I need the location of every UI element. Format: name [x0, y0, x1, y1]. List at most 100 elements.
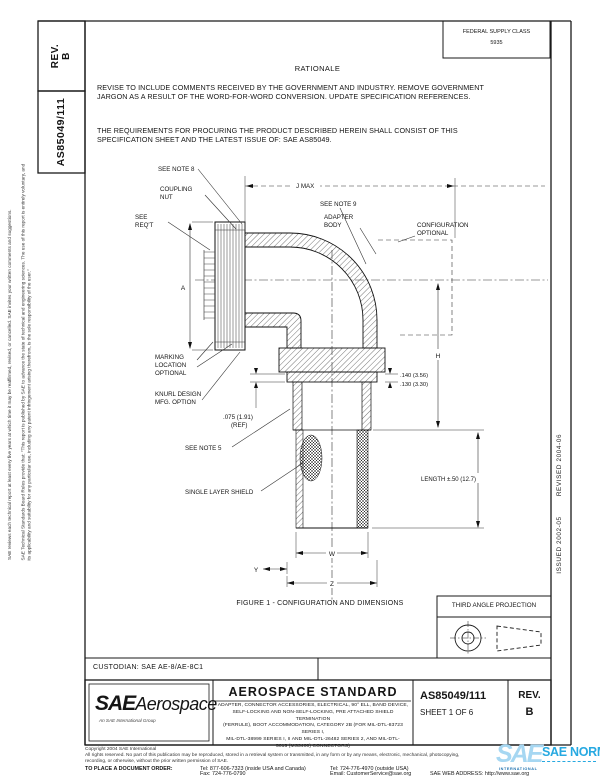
fsc-class-label: FEDERAL SUPPLY CLASS	[462, 29, 531, 35]
fsc-class-value: 5935	[490, 40, 503, 46]
label-knurl-2: MFG. OPTION	[155, 399, 196, 406]
figure-caption: FIGURE 1 - CONFIGURATION AND DIMENSIONS	[236, 600, 404, 607]
title-block-frame	[84, 679, 552, 746]
label-dim-length: LENGTH ±.50 (12.7)	[421, 477, 476, 483]
footer-email: Email: CustomerService@sae.org	[330, 771, 412, 776]
title-line-1: ADAPTER, CONNECTOR ACCESSORIES, ELECTRIC…	[217, 703, 409, 708]
doc-number-side-box	[37, 90, 86, 174]
label-dim-130: .130 (3.30)	[400, 382, 428, 388]
label-see-note-8: SEE NOTE 8	[158, 166, 195, 173]
requirements-paragraph: THE REQUIREMENTS FOR PROCURING THE PRODU…	[97, 126, 458, 144]
side-rev-box-text: REV. B	[50, 21, 74, 91]
custodian-text: CUSTODIAN: SAE AE-8/AE-8C1	[93, 664, 204, 671]
watermark-international: INTERNATIONAL	[499, 767, 538, 771]
shank-wall-right	[361, 381, 372, 431]
cone-symbol	[496, 625, 542, 652]
label-see-note-5: SEE NOTE 5	[185, 445, 222, 452]
footer-fax: Fax: 724-776-0790	[200, 771, 246, 776]
label-configuration-1: CONFIGURATION	[417, 222, 468, 229]
rationale-paragraph-1: REVISE TO INCLUDE COMMENTS RECEIVED BY T…	[97, 83, 484, 101]
watermark-sae-glyph: SAE	[496, 740, 543, 768]
label-adapter-body-2: BODY	[324, 222, 342, 229]
label-single-layer-shield: SINGLE LAYER SHIELD	[185, 489, 254, 496]
elbow-outer-wall	[244, 232, 378, 349]
rationale-p1-line1: REVISE TO INCLUDE COMMENTS RECEIVED BY T…	[97, 83, 484, 92]
watermark-sae-norm: SAE NORM	[542, 745, 600, 759]
rationale-p1-line2: JARGON AS A RESULT OF THE WORD-FOR-WORD …	[97, 92, 471, 101]
rationale-heading: RATIONALE	[294, 64, 341, 73]
single-layer-shield-patch	[299, 434, 323, 482]
title-line-2: SELF-LOCKING AND NON-SELF-LOCKING, PRE A…	[232, 709, 394, 722]
drawing-labels: SEE NOTE 8 COUPLING NUT SEE REQ'T J MAX …	[135, 166, 480, 588]
footer-rights-line2: recording, or otherwise, without the pri…	[85, 759, 229, 764]
footer-copyright: Copyright 2004 SAE International	[85, 747, 157, 752]
shank-wall-left	[292, 381, 303, 431]
label-configuration-2: OPTIONAL	[417, 230, 449, 237]
label-see-reqt-1: SEE	[135, 214, 147, 221]
watermark-rule	[542, 761, 596, 762]
label-dim-075: .075 (1.91)	[223, 414, 253, 421]
label-dim-h: H	[436, 353, 441, 360]
sae-logo-secondary: Aerospace	[135, 694, 217, 714]
title-block-heading: AEROSPACE STANDARD	[228, 685, 398, 699]
third-angle-projection-symbol	[450, 621, 542, 655]
label-dim-a: A	[181, 285, 186, 292]
title-line-4: MIL-DTL-38999 SERIES I, II AND MIL-DTL-2…	[226, 736, 400, 742]
label-coupling-nut-2: NUT	[160, 194, 173, 201]
label-see-note-9: SEE NOTE 9	[320, 201, 357, 208]
title-block-rev-value: B	[525, 706, 534, 718]
title-block-doc-number: AS85049/111	[420, 690, 487, 702]
right-margin-issued-date: ISSUED 2002-05	[556, 516, 563, 574]
optional-configuration-envelope	[378, 239, 453, 336]
centerlines	[195, 185, 548, 600]
requirements-line1: THE REQUIREMENTS FOR PROCURING THE PRODU…	[97, 126, 458, 135]
coupling-nut	[203, 221, 246, 351]
dimension-arrowheads	[188, 184, 480, 585]
label-dim-j-max: J MAX	[296, 183, 314, 190]
knurl-lines	[217, 224, 243, 348]
label-adapter-body-1: ADAPTER	[324, 214, 354, 221]
fsc-box	[442, 20, 551, 59]
footer-tel-outside: Tel: 724-776-4970 (outside USA)	[330, 766, 409, 772]
third-angle-projection-label: THIRD ANGLE PROJECTION	[451, 602, 537, 609]
side-rev-value: B	[61, 52, 72, 60]
footer-order-label: TO PLACE A DOCUMENT ORDER:	[85, 766, 173, 772]
leader-lines	[167, 168, 416, 492]
footer-tel-inside: Tel: 877-606-7323 (inside USA and Canada…	[200, 766, 306, 772]
left-margin-legal-inner: SAE Technical Standards Board Rules prov…	[20, 163, 32, 561]
label-dim-y: Y	[254, 567, 259, 574]
thread-stub	[204, 251, 215, 319]
label-knurl-1: KNURL DESIGN	[155, 391, 201, 398]
footer-web-address: SAE WEB ADDRESS: http://www.sae.org	[430, 771, 530, 776]
label-marking-3: OPTIONAL	[155, 370, 187, 377]
title-line-5: 5015 (MS3400) CONNECTORS)	[276, 743, 350, 749]
flange	[278, 347, 386, 373]
title-line-3: (FERRULE), BOOT ACCOMMODATION, CATEGORY …	[223, 723, 403, 736]
adapter-body-section	[244, 232, 386, 529]
right-margin-revised-date: REVISED 2004-06	[556, 433, 563, 497]
footer-rights-line1: All rights reserved. No part of this pub…	[85, 753, 460, 758]
braid-wall-right	[356, 429, 369, 529]
sae-norm-watermark: SAE INTERNATIONAL SAE NORM	[496, 740, 600, 776]
label-dim-140: .140 (3.56)	[400, 373, 428, 379]
sae-logo-cell: SAEAerospace An SAE International Group	[89, 684, 217, 741]
sae-logo-primary: SAE	[95, 692, 136, 715]
label-see-reqt-2: REQ'T	[135, 222, 154, 229]
label-marking-2: LOCATION	[155, 362, 186, 369]
label-marking-1: MARKING	[155, 354, 184, 361]
label-dim-z: Z	[330, 581, 334, 588]
title-block-rev-label: REV.	[518, 690, 541, 701]
page-border	[37, 20, 572, 746]
elbow-inner-wall	[244, 312, 302, 349]
label-dim-075-ref: (REF)	[231, 422, 248, 429]
sae-logo-tagline: An SAE International Group	[99, 718, 156, 723]
title-block-sheet: SHEET 1 OF 6	[420, 708, 474, 717]
side-doc-number: AS85049/111	[55, 97, 67, 167]
logo-cell-inner-border	[88, 683, 210, 742]
title-block-title: ADAPTER, CONNECTOR ACCESSORIES, ELECTRIC…	[215, 703, 411, 751]
flange-lip	[286, 371, 378, 383]
side-rev-label: REV.	[50, 43, 61, 69]
label-coupling-nut-1: COUPLING	[160, 186, 193, 193]
